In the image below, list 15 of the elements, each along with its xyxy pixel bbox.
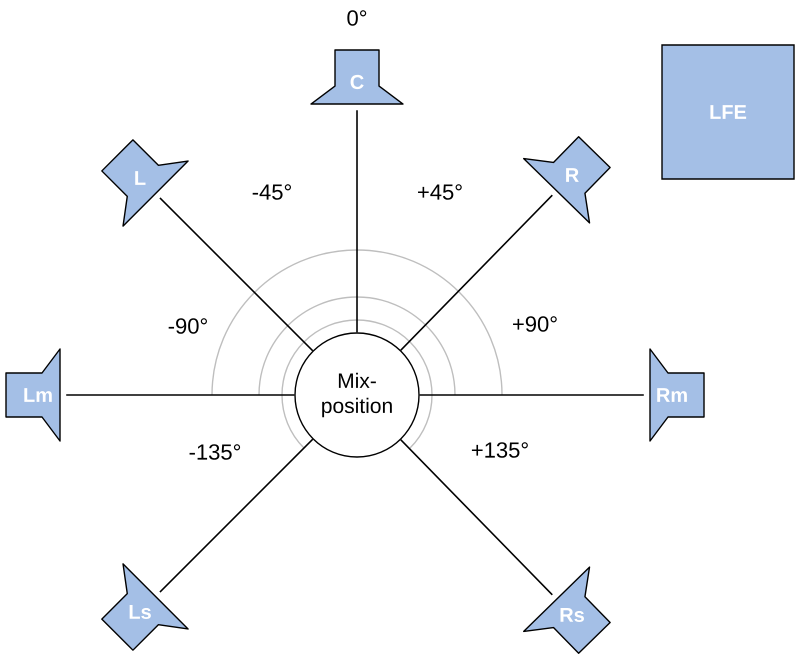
angle-label: -135° [190, 444, 240, 460]
connector-line [356, 110, 358, 332]
subwoofer-box: LFE [661, 44, 795, 180]
angle-label: +45° [418, 184, 462, 200]
connector-line [66, 394, 294, 396]
angle-label: -90° [168, 318, 207, 334]
angle-label: -45° [252, 184, 291, 200]
connector-line [159, 197, 314, 352]
angle-label: +135° [472, 442, 528, 458]
connector-line [400, 194, 553, 351]
angle-label: 0° [347, 10, 366, 26]
connector-line [159, 438, 314, 593]
connector-line [420, 394, 644, 396]
angle-label: +90° [513, 316, 557, 332]
connector-line [400, 439, 553, 596]
